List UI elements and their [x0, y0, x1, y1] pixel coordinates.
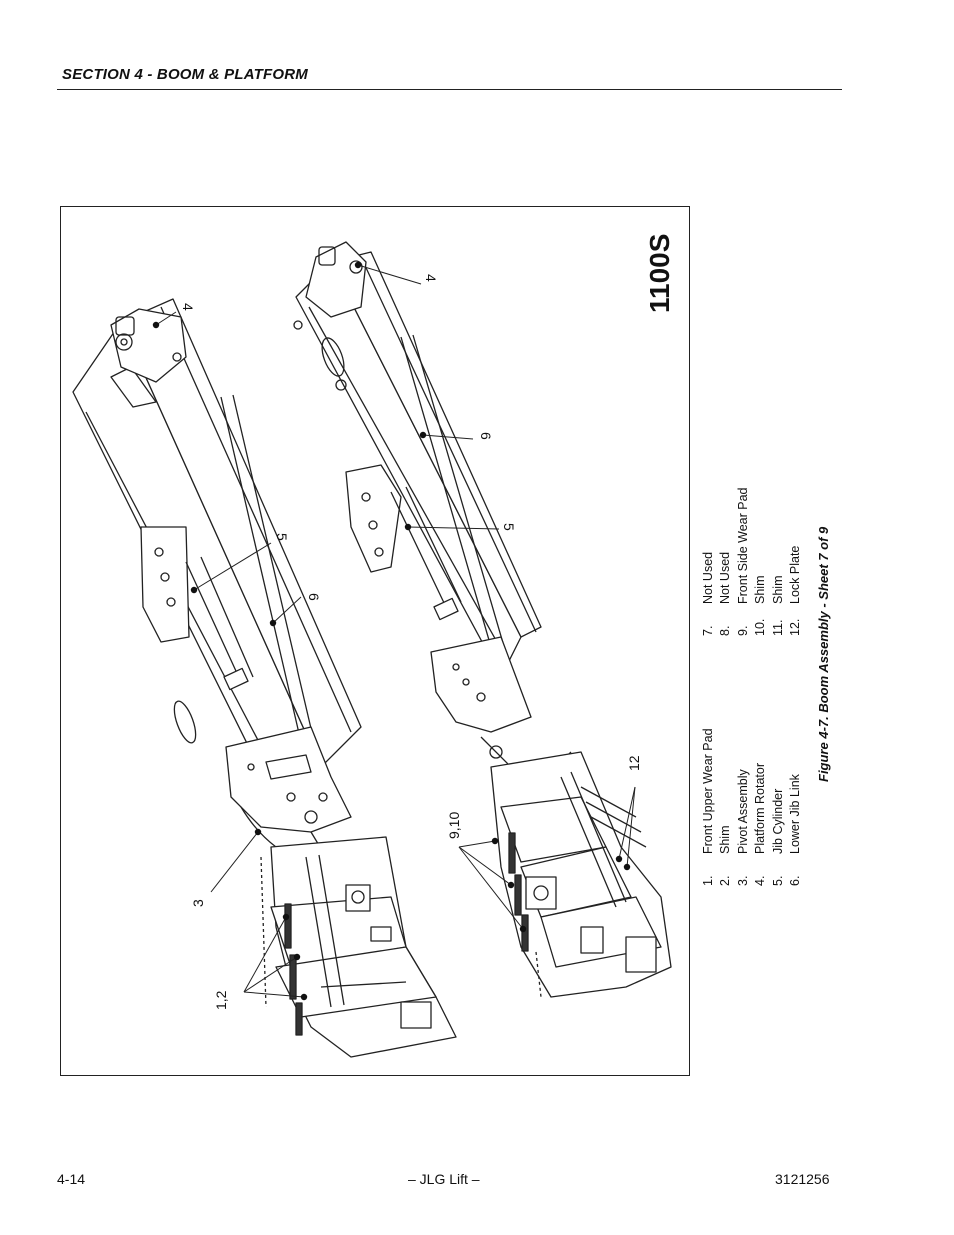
- model-label: 1100S: [644, 233, 675, 313]
- callout-5-right: 5: [501, 523, 517, 531]
- legend-item: 4.Platform Rotator: [753, 762, 768, 886]
- legend-item: 2.Shim: [718, 825, 733, 886]
- figure-caption: Figure 4-7. Boom Assembly - Sheet 7 of 9: [816, 526, 831, 782]
- callout-6-left: 6: [306, 593, 322, 601]
- header-rule: [57, 89, 842, 90]
- callout-3: 3: [190, 899, 206, 907]
- legend-item: 9.Front Side Wear Pad: [735, 487, 750, 637]
- legend-item: 3.Pivot Assembly: [735, 769, 750, 886]
- legend-item: 5.Jib Cylinder: [770, 788, 785, 886]
- callout-4-right: 4: [423, 274, 439, 282]
- legend-right-column: 7.Not Used 8.Not Used 9.Front Side Wear …: [700, 488, 804, 637]
- callout-12: 12: [626, 755, 642, 771]
- figure-frame: 1,2 3 4 5 6 4 6 5 9,10 12 1100S: [60, 206, 690, 1076]
- legend-left-column: 1.Front Upper Wear Pad 2.Shim 3.Pivot As…: [700, 728, 804, 886]
- legend-item: 8.Not Used: [718, 551, 733, 636]
- legend-item: 7.Not Used: [701, 551, 715, 636]
- page-number: 4-14: [57, 1171, 86, 1187]
- right-jib-assembly: [293, 241, 672, 998]
- callout-5-left: 5: [274, 533, 290, 541]
- legend-item: 12.Lock Plate: [788, 545, 803, 636]
- legend-item: 10.Shim: [753, 575, 768, 636]
- footer-publisher: – JLG Lift –: [408, 1171, 480, 1187]
- callout-9-10: 9,10: [446, 812, 462, 839]
- callout-6-right: 6: [478, 432, 494, 440]
- legend-item: 1.Front Upper Wear Pad: [701, 728, 715, 886]
- left-jib-assembly: [72, 298, 457, 1058]
- callout-1-2: 1,2: [213, 990, 229, 1010]
- legend-item: 11.Shim: [770, 575, 785, 636]
- section-title: SECTION 4 - BOOM & PLATFORM: [62, 66, 308, 83]
- callout-4-left: 4: [180, 303, 196, 311]
- doc-number: 3121256: [775, 1171, 830, 1187]
- boom-assembly-drawing: 1,2 3 4 5 6 4 6 5 9,10 12: [72, 241, 672, 1058]
- legend-item: 6.Lower Jib Link: [788, 774, 803, 886]
